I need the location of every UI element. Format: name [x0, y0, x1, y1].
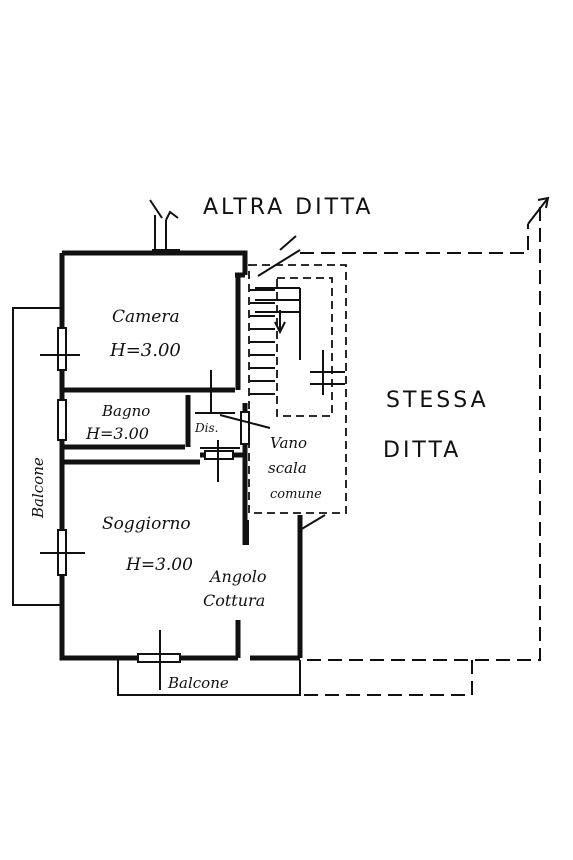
label-soggiorno-height: H=3.00: [125, 555, 193, 575]
label-stessa: STESSA: [386, 388, 489, 413]
label-cottura: Cottura: [203, 591, 265, 610]
left-balcony: [12, 307, 60, 606]
property-boundary-dashed: [300, 207, 541, 696]
label-balcone-left: Balcone: [29, 457, 47, 519]
label-altra-ditta: ALTRA DITTA: [203, 195, 373, 220]
label-scala: scala: [268, 459, 307, 477]
label-balcone-bottom: Balcone: [167, 674, 229, 692]
windows: [57, 327, 250, 663]
boundary-arrow-icon: [527, 196, 550, 225]
label-angolo: Angolo: [208, 567, 266, 586]
stair-arrow-icon: [274, 310, 286, 335]
label-bagno-height: H=3.00: [85, 424, 149, 443]
label-soggiorno: Soggiorno: [102, 514, 191, 534]
label-vano: Vano: [270, 434, 307, 452]
label-comune: comune: [270, 487, 322, 502]
label-ditta: DITTA: [383, 438, 461, 463]
window-ticks: [40, 354, 271, 690]
label-camera-height: H=3.00: [109, 340, 181, 361]
bottom-balcony: [117, 660, 301, 696]
label-dis: Dis.: [194, 421, 218, 435]
label-camera: Camera: [112, 307, 180, 327]
stairwell: [248, 235, 347, 531]
label-bagno: Bagno: [101, 402, 150, 420]
vent-pipe-icon: [149, 199, 180, 255]
